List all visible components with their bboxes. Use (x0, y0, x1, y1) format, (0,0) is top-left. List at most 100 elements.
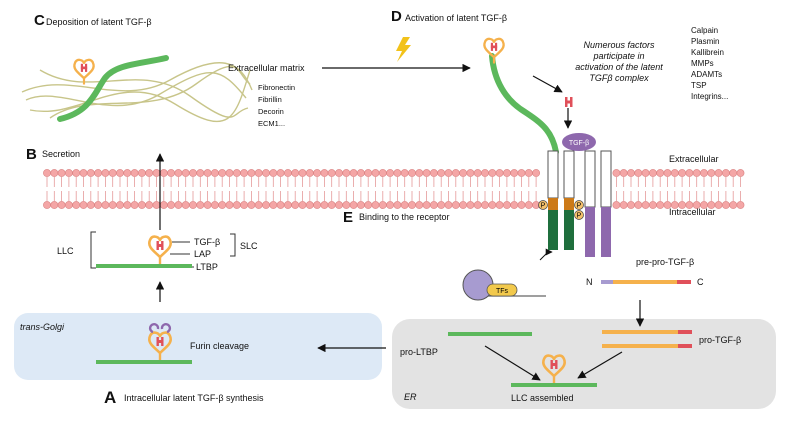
tgfb-component-label: TGF-β (194, 237, 220, 247)
golgi-compartment-label: trans-Golgi (20, 322, 65, 332)
ltbp-component-label: LTBP (196, 262, 218, 272)
receptor-4-extracellular (600, 150, 612, 208)
arrow-protgfb-to-llc (577, 351, 623, 379)
activation-note-line: TGFβ complex (589, 73, 649, 83)
lap-component-label: LAP (194, 249, 211, 259)
receptor-1-intracellular (548, 210, 558, 250)
latent-complex-icon (542, 354, 566, 383)
receptor-1-kinase-domain (548, 198, 558, 210)
receptor-3-extracellular (584, 150, 596, 208)
matrix-fibers (21, 62, 253, 123)
phosphate-marker (574, 210, 584, 220)
panel-d-title: Activation of latent TGF-β (405, 13, 507, 23)
llc-assembled-bar (511, 383, 597, 387)
pro-ltbp-label: pro-LTBP (400, 347, 438, 357)
activation-factor: Plasmin (691, 37, 719, 46)
ltbp-bar-secretion (96, 264, 192, 268)
pro-tgfb-label: pro-TGF-β (699, 335, 741, 345)
panel-b-title: Secretion (42, 149, 80, 159)
transcription-machinery: TFs (462, 269, 546, 301)
arrow-proltbp-to-llc (484, 345, 541, 381)
llc-brackets (90, 231, 236, 269)
c-terminus-label: C (697, 277, 704, 287)
phosphate-marker (574, 200, 584, 210)
llc-label: LLC (57, 246, 74, 256)
pro-tgfb-lap-1 (602, 330, 678, 334)
transcription-arrow (539, 248, 553, 261)
latent-complex-icon (148, 235, 172, 264)
cell-membrane (43, 169, 745, 209)
pro-tgfb-mature-2 (678, 344, 692, 348)
er-compartment-label: ER (404, 392, 417, 402)
pro-tgfb-lap-2 (602, 344, 678, 348)
signal-peptide (601, 280, 613, 284)
receptor-2-kinase-domain (564, 198, 574, 210)
er-compartment (392, 319, 776, 409)
pro-tgfb-mature-1 (678, 330, 692, 334)
receptor-3-intracellular (585, 207, 595, 257)
panel-d-letter: D (391, 8, 402, 25)
matrix-component: Fibronectin (258, 83, 295, 92)
panel-a-title: Intracellular latent TGF-β synthesis (124, 393, 264, 403)
activation-factor: TSP (691, 81, 707, 90)
activation-note-line: activation of the latent (575, 62, 663, 72)
phosphate-marker (538, 200, 548, 210)
receptor-4-intracellular (601, 207, 611, 257)
activation-note-line: participate in (592, 51, 644, 61)
latent-complex-icon (73, 58, 95, 85)
latent-complex-icon (148, 322, 172, 360)
pre-pro-tgfb-label: pre-pro-TGF-β (636, 257, 694, 267)
panel-c-title: Deposition of latent TGF-β (46, 17, 152, 27)
n-terminus-label: N (586, 277, 593, 287)
ltbp-bar-golgi (96, 360, 192, 364)
tf-complex (486, 283, 518, 297)
receptor-complex: TGF-β (547, 133, 612, 257)
rna-polymerase (462, 269, 494, 301)
activation-factor: Kallibrein (691, 48, 724, 57)
llc-complexes (73, 37, 566, 383)
intracellular-label: Intracellular (669, 207, 716, 217)
pre-pro-lap-segment (613, 280, 677, 284)
panel-b-letter: B (26, 146, 37, 163)
phosphate-groups: P P P (538, 200, 584, 220)
tgfb-ligand-label: TGF-β (569, 140, 589, 147)
arrow-to-released-tgfb (532, 75, 563, 93)
panel-a-letter: A (104, 388, 116, 407)
activation-note-line: Numerous factors (583, 40, 655, 50)
extracellular-matrix-heading: Extracellular matrix (228, 63, 305, 73)
panel-c-letter: C (34, 12, 45, 29)
released-tgfb-icon (565, 97, 573, 107)
activation-factor: ADAMTs (691, 70, 722, 79)
receptor-1-extracellular (547, 150, 559, 199)
phosphate-label: P (577, 213, 582, 220)
receptor-2-extracellular (563, 150, 575, 199)
extracellular-label: Extracellular (669, 154, 719, 164)
tf-label: TFs (496, 288, 509, 295)
ltbp-in-matrix (57, 55, 169, 122)
activation-factor-list: Calpain Plasmin Kallibrein MMPs ADAMTs T… (691, 26, 728, 101)
latent-complex-icon (483, 37, 505, 64)
llc-assembled-label: LLC assembled (511, 393, 574, 403)
phosphate-label: P (541, 203, 546, 210)
lightning-bolt-icon (396, 37, 411, 62)
pro-ltbp-bar (448, 332, 532, 336)
phosphate-label: P (577, 203, 582, 210)
pre-pro-tgfb-segment (677, 280, 691, 284)
activation-factor: Integrins... (691, 92, 728, 101)
slc-label: SLC (240, 241, 258, 251)
furin-cleavage-label: Furin cleavage (190, 341, 249, 351)
matrix-component: Fibrillin (258, 95, 282, 104)
activation-note: Numerous factors participate in activati… (575, 40, 663, 83)
ltbp-activation-strand (489, 53, 559, 155)
matrix-component: Decorin (258, 107, 284, 116)
panel-e-title: Binding to the receptor (359, 212, 450, 222)
panel-e-letter: E (343, 209, 353, 226)
matrix-component: ECM1... (258, 119, 285, 128)
receptor-2-intracellular (564, 210, 574, 250)
matrix-component-list: Fibronectin Fibrillin Decorin ECM1... (258, 83, 295, 128)
activation-factor: Calpain (691, 26, 718, 35)
activation-factor: MMPs (691, 59, 714, 68)
tgfb-ligand (562, 133, 596, 151)
